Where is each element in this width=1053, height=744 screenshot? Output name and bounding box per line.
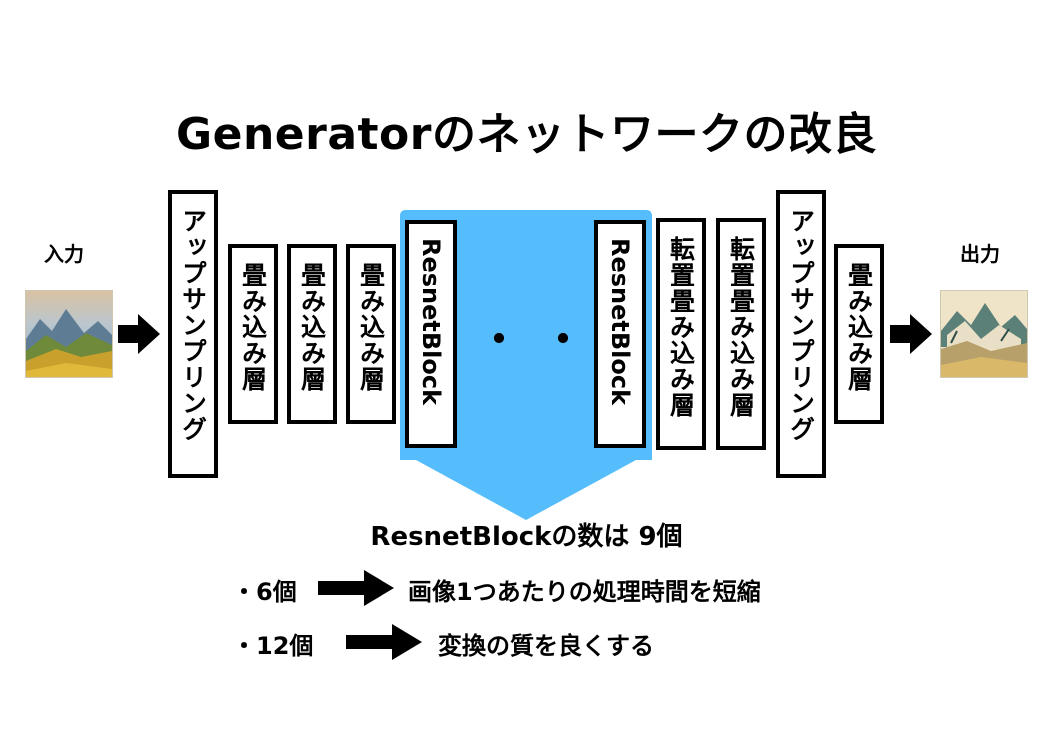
conv-block-3: 畳み込み層 (346, 244, 396, 424)
conv-block-output-label: 畳み込み層 (844, 262, 874, 392)
arrow-right-icon (346, 624, 422, 660)
bullet-12-effect: 変換の質を良くする (438, 632, 654, 660)
transposed-conv-block-1: 転置畳み込み層 (656, 218, 706, 450)
upsampling-block-1-label: アップサンプリング (178, 208, 208, 442)
transposed-conv-block-2: 転置畳み込み層 (716, 218, 766, 450)
input-arrow-icon (118, 314, 160, 354)
bullet-6-count: ・6個 (232, 578, 297, 606)
conv-block-1-label: 畳み込み層 (238, 262, 268, 392)
input-label: 入力 (44, 242, 84, 266)
output-arrow-icon (890, 314, 932, 354)
resnet-count-note: ResnetBlockの数は 9個 (370, 522, 683, 552)
resnet-block-first-label: ResnetBlock (417, 238, 445, 406)
resnet-block-last-label: ResnetBlock (606, 238, 634, 406)
conv-block-output: 畳み込み層 (834, 244, 884, 424)
output-label: 出力 (960, 242, 1000, 266)
conv-block-2-label: 畳み込み層 (297, 262, 327, 392)
transposed-conv-block-1-label: 転置畳み込み層 (666, 236, 696, 418)
conv-block-3-label: 畳み込み層 (356, 262, 386, 392)
upsampling-block-1: アップサンプリング (168, 190, 218, 478)
bullet-12-count: ・12個 (232, 632, 314, 660)
resnet-highlight-arrow (400, 210, 652, 520)
upsampling-block-2: アップサンプリング (776, 190, 826, 478)
resnet-block-last: ResnetBlock (594, 220, 646, 448)
input-image (25, 290, 113, 378)
upsampling-block-2-label: アップサンプリング (786, 208, 816, 442)
bullet-6-effect: 画像1つあたりの処理時間を短縮 (408, 578, 761, 606)
conv-block-1: 畳み込み層 (228, 244, 278, 424)
transposed-conv-block-2-label: 転置畳み込み層 (726, 236, 756, 418)
arrow-right-icon (318, 570, 394, 606)
resnet-block-first: ResnetBlock (405, 220, 457, 448)
diagram-title: Generatorのネットワークの改良 (176, 109, 877, 160)
output-image (940, 290, 1028, 378)
conv-block-2: 畳み込み層 (287, 244, 337, 424)
